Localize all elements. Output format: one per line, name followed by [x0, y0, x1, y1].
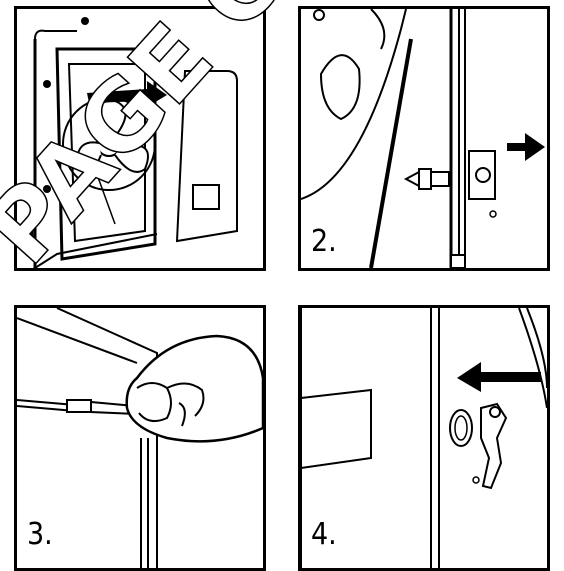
panel-step-3: 3.	[14, 305, 266, 571]
step-3-illustration	[17, 308, 263, 571]
step-2-illustration	[301, 9, 547, 268]
step-1-illustration	[17, 9, 263, 268]
panel-step-4: 4.	[298, 305, 550, 571]
step-label-2: 2.	[311, 227, 337, 257]
step-label-3: 3.	[27, 520, 53, 550]
panel-step-1: 1.	[14, 6, 266, 271]
step-label-1: 1.	[23, 227, 49, 257]
step-label-4: 4.	[311, 520, 337, 550]
panel-step-2: 2.	[298, 6, 550, 271]
step-4-illustration	[301, 308, 547, 571]
